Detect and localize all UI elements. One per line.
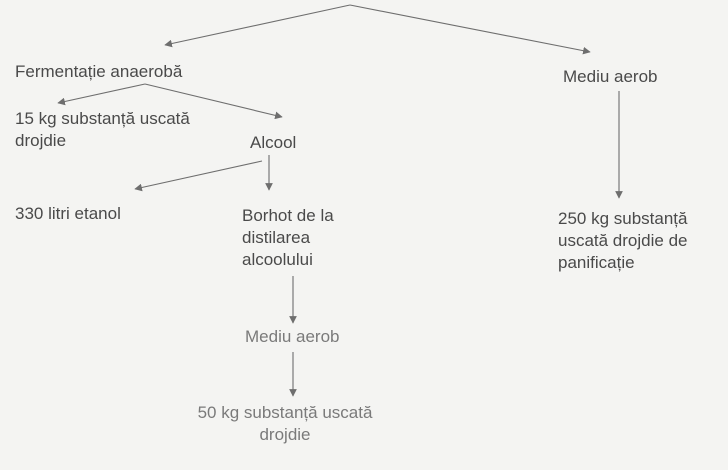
node-250kg-line-3: panificație bbox=[558, 253, 635, 272]
arrow-fermentatie-to-alcool bbox=[144, 83, 283, 120]
node-250kg-line-1: 250 kg substanță bbox=[558, 209, 688, 228]
node-15kg-drojdie: 15 kg substanță uscată drojdie bbox=[15, 108, 190, 152]
node-alcool: Alcool bbox=[250, 133, 297, 152]
node-mediu-aerob-bottom: Mediu aerob bbox=[245, 327, 340, 346]
arrow-root-to-mediu-aerob bbox=[349, 4, 591, 55]
node-borhot-line-1: Borhot de la bbox=[242, 206, 334, 225]
node-15kg-line-1: 15 kg substanță uscată bbox=[15, 109, 190, 128]
node-250kg-drojdie-panificatie: 250 kg substanță uscată drojdie de panif… bbox=[558, 208, 687, 274]
node-fermentatie-anaeroba: Fermentație anaerobă bbox=[15, 62, 183, 81]
node-mediu-aerob-right: Mediu aerob bbox=[563, 67, 658, 86]
node-borhot-line-3: alcoolului bbox=[242, 250, 313, 269]
node-250kg-line-2: uscată drojdie de bbox=[558, 231, 688, 250]
node-15kg-line-2: drojdie bbox=[15, 131, 67, 150]
node-borhot: Borhot de la distilarea alcoolului bbox=[242, 205, 334, 271]
arrow-alcool-to-etanol bbox=[134, 160, 263, 192]
arrow-root-to-fermentatie bbox=[164, 4, 351, 48]
node-50kg-drojdie: 50 kg substanță uscată drojdie bbox=[170, 402, 400, 446]
node-50kg-line-1: 50 kg substanță uscată bbox=[197, 403, 373, 422]
node-borhot-line-2: distilarea bbox=[242, 228, 311, 247]
node-330-litri-etanol: 330 litri etanol bbox=[15, 204, 121, 223]
arrow-fermentatie-to-drojdie bbox=[57, 83, 146, 106]
node-50kg-line-2: drojdie bbox=[259, 425, 311, 444]
